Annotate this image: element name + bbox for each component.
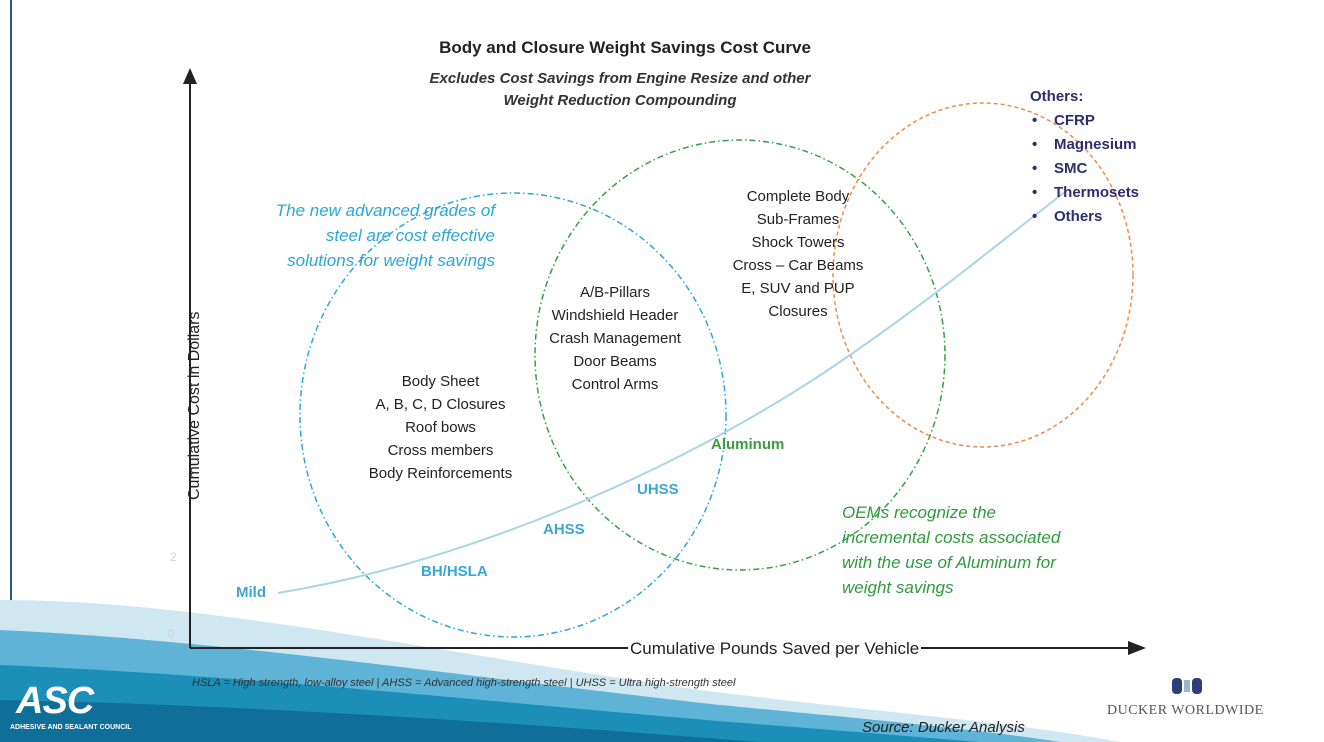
list-item: Crash Management [549,330,681,347]
others-items: CFRP Magnesium SMC Thermosets Others [1030,109,1139,229]
y-axis-arrow [183,68,197,84]
axis-tick-0: 0 [168,627,175,641]
aluminum-applications-list: Complete Body Sub-Frames Shock Towers Cr… [688,185,908,323]
list-item: A/B-Pillars [579,284,650,301]
curve-label-uhss: UHSS [637,481,679,498]
list-item: Thermosets [1030,181,1139,205]
others-heading: Others: [1030,88,1084,105]
list-item: Body Reinforcements [368,465,513,482]
subtitle-line-2: Weight Reduction Compounding [503,92,737,109]
list-item: Windshield Header [551,307,679,324]
aluminum-note-line: with the use of Aluminum for [842,553,1056,572]
list-item: A, B, C, D Closures [375,396,506,413]
steel-note-line: steel are cost effective [325,226,495,245]
bottom-wave-decoration [0,600,1120,742]
list-item: SMC [1030,157,1139,181]
list-item: Cross – Car Beams [732,257,864,274]
list-item: Sub-Frames [756,211,840,228]
asc-logo-subtext: ADHESIVE AND SEALANT COUNCIL [10,724,132,731]
asc-logo: ASC [16,680,94,722]
list-item: Closures [768,303,828,320]
y-axis-label: Cumulative Cost in Dollars [186,311,203,500]
chart-title: Body and Closure Weight Savings Cost Cur… [439,38,811,57]
source-note: Source: Ducker Analysis [862,719,1025,736]
ducker-logo-text: DUCKER WORLDWIDE [1107,703,1264,718]
list-item: Roof bows [405,419,476,436]
curve-label-bh-hsla: BH/HSLA [421,563,488,580]
list-item: Others [1030,205,1139,229]
list-item: Magnesium [1030,133,1139,157]
others-circle [832,102,1134,448]
others-materials-list: Others: CFRP Magnesium SMC Thermosets Ot… [1030,85,1139,229]
list-item: E, SUV and PUP [741,280,855,297]
aluminum-note-line: OEMs recognize the [842,503,997,522]
cost-curve [277,191,1066,594]
aluminum-note: OEMs recognize the incremental costs ass… [842,500,1142,600]
chart-subtitle: Excludes Cost Savings from Engine Resize… [360,68,880,112]
curve-label-aluminum: Aluminum [711,436,785,453]
ahss-applications-list: A/B-Pillars Windshield Header Crash Mana… [500,281,730,396]
steel-applications-list: Body Sheet A, B, C, D Closures Roof bows… [318,370,563,485]
steel-circle [299,192,727,638]
list-item: CFRP [1030,109,1139,133]
list-item: Complete Body [746,188,850,205]
list-item: Door Beams [573,353,657,370]
aluminum-note-line: incremental costs associated [842,528,1061,547]
list-item: Control Arms [571,376,659,393]
abbreviation-footnote: HSLA = High strength, low-alloy steel | … [192,677,736,689]
list-item: Cross members [387,442,494,459]
steel-note-line: solutions for weight savings [287,251,495,270]
axis-tick-2: 2 [170,550,177,564]
curve-label-mild: Mild [236,584,266,601]
list-item: Body Sheet [401,373,480,390]
subtitle-line-1: Excludes Cost Savings from Engine Resize… [429,70,811,87]
aluminum-circle [534,139,946,571]
ducker-logo-mark [1172,678,1202,694]
x-axis-arrow [1128,641,1146,655]
aluminum-note-line: weight savings [842,578,954,597]
list-item: Shock Towers [751,234,845,251]
steel-note-line: The new advanced grades of [275,201,495,220]
x-axis-label: Cumulative Pounds Saved per Vehicle [628,639,922,659]
curve-label-ahss: AHSS [543,521,585,538]
steel-note: The new advanced grades of steel are cos… [205,198,495,273]
